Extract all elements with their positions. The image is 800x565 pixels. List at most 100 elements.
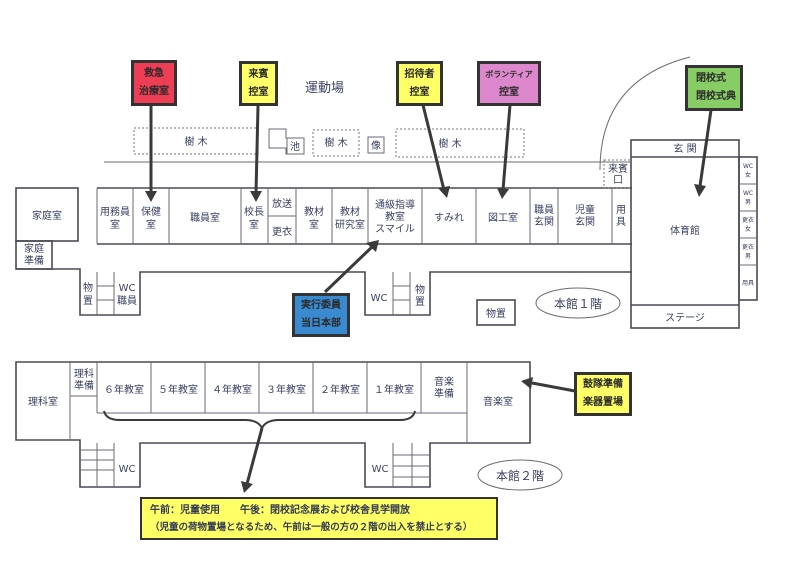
floor2 (15, 361, 531, 488)
svg-text:女: 女 (745, 225, 751, 233)
room-art: 図工室 (488, 211, 518, 224)
room-music-prep: 音楽 (434, 375, 454, 388)
floor1-title-ellipse (535, 287, 621, 319)
room-custodian: 用務員 (100, 205, 130, 218)
room-storage-box: 物置 (486, 307, 506, 320)
label-drum-line2: 楽器置場 (583, 397, 623, 408)
label-guest-waiting: 来賓 控室 (239, 61, 278, 106)
svg-text:置: 置 (83, 295, 93, 307)
label-first-aid-line2: 治療室 (139, 86, 169, 97)
label-invitee-waiting: 招待者 控室 (396, 61, 443, 106)
room-staff: 職員室 (190, 211, 220, 224)
label-volunteer-line1: ボランティア (485, 69, 533, 79)
floor2-usage-note: 午前：児童使用 午後：閉校記念展および校舎見学開放 （児童の荷物置場となるため、… (140, 497, 498, 540)
room-changing: 更衣 (272, 225, 292, 238)
svg-text:置: 置 (415, 296, 425, 308)
room-home-ec: 家庭室 (32, 209, 62, 222)
statue-label: 像 (371, 140, 381, 152)
label-volunteer-line2: 控室 (499, 86, 519, 98)
room-grade2: ２年教室 (320, 383, 360, 396)
gym (630, 139, 758, 329)
room-grade6: ６年教室 (104, 383, 144, 396)
svg-text:準備: 準備 (74, 379, 94, 392)
room-wc-staff: WC (119, 283, 136, 294)
arrows (145, 104, 713, 493)
playground-label: 運動場 (305, 81, 344, 96)
label-invitee-line1: 招待者 (404, 68, 435, 80)
label-drum-line1: 鼓隊準備 (583, 379, 623, 390)
room-science: 理科室 (28, 395, 58, 408)
label-first-aid: 救急 治療室 (131, 60, 177, 106)
trees-label-2: 樹 木 (324, 136, 347, 149)
room-grade1: １年教室 (374, 383, 414, 396)
label-committee-line1: 実行委員 (301, 300, 341, 311)
svg-text:口: 口 (613, 175, 623, 186)
statue-box (367, 136, 385, 154)
room-supplies: 用 (616, 205, 626, 216)
note-line1: 午前：児童使用 午後：閉校記念展および校舎見学開放 (150, 505, 410, 516)
room-gym-supplies: 用具 (742, 280, 754, 287)
track-arc (599, 56, 691, 171)
label-guest-line2: 控室 (248, 86, 269, 98)
room-science-prep: 理科 (74, 367, 94, 380)
room-home-ec-prep: 家庭 (24, 242, 44, 255)
room-gym-entrance: 玄 関 (673, 142, 696, 155)
room-wc-center: WC (371, 293, 388, 304)
room-gym: 体育館 (670, 224, 700, 237)
svg-text:玄関: 玄関 (575, 215, 595, 228)
room-storage-center: 物 (415, 283, 425, 296)
trees-label-1: 樹 木 (184, 135, 207, 148)
room-materials: 教材 (304, 205, 324, 218)
trees-label-3: 樹 木 (438, 137, 461, 150)
label-closing-ceremony: 閉校式 閉校式典 (685, 65, 743, 111)
svg-text:女: 女 (745, 171, 751, 179)
room-grade3: ３年教室 (266, 383, 306, 396)
room-staff-entrance: 職員 (534, 204, 554, 216)
room-special-class: 通級指導 (375, 198, 415, 211)
pond-box (286, 137, 305, 155)
svg-text:研究室: 研究室 (335, 218, 365, 231)
room-storage-left: 物 (83, 281, 93, 294)
room-wc-right: WC (372, 464, 389, 475)
label-guest-line1: 来賓 (248, 68, 269, 80)
label-volunteer-waiting: ボランティア 控室 (477, 61, 541, 106)
pond-label: 池 (290, 140, 300, 153)
room-broadcast: 放送 (272, 197, 292, 210)
svg-text:職員: 職員 (117, 295, 137, 307)
grade-rooms-brace (103, 410, 416, 431)
room-changing-men: 更衣 (742, 243, 754, 251)
svg-text:室: 室 (110, 218, 120, 231)
label-invitee-line2: 控室 (409, 86, 430, 98)
label-committee-line2: 当日本部 (301, 318, 341, 329)
room-health: 保健 (141, 205, 161, 218)
room-grade5: ５年教室 (158, 383, 198, 396)
label-closing-line2: 閉校式典 (696, 91, 736, 102)
room-wc-men: WC (743, 190, 753, 197)
floor1-title: 本館１階 (554, 296, 602, 311)
label-committee-hq: 実行委員 当日本部 (292, 293, 350, 337)
room-sumire: すみれ (434, 212, 464, 224)
svg-text:男: 男 (745, 253, 751, 260)
room-wc-women: WC (743, 163, 753, 170)
label-first-aid-line1: 救急 (144, 68, 164, 79)
svg-text:室: 室 (309, 218, 319, 231)
note-line2: （児童の荷物置場となるため、午前は一般の方の２階の出入を禁止とする） (150, 522, 473, 533)
room-wc-left: WC (119, 464, 136, 475)
floor1-lower (96, 272, 516, 326)
svg-text:室: 室 (146, 218, 156, 231)
room-grade4: ４年教室 (212, 383, 252, 396)
trees-area-3 (395, 128, 525, 158)
svg-text:男: 男 (745, 199, 751, 206)
floor2-title: 本館２階 (496, 468, 544, 483)
room-stage: ステージ (665, 313, 705, 324)
label-closing-line1: 閉校式 (696, 73, 726, 84)
room-changing-women: 更衣 (742, 216, 754, 224)
floor2-title-ellipse (477, 459, 563, 491)
room-materials-research: 教材 (340, 205, 360, 218)
svg-text:室: 室 (249, 218, 259, 231)
svg-text:具: 具 (616, 216, 626, 228)
svg-text:準備: 準備 (434, 387, 454, 400)
room-student-entrance: 児童 (575, 203, 595, 216)
svg-text:教室: 教室 (385, 210, 405, 223)
